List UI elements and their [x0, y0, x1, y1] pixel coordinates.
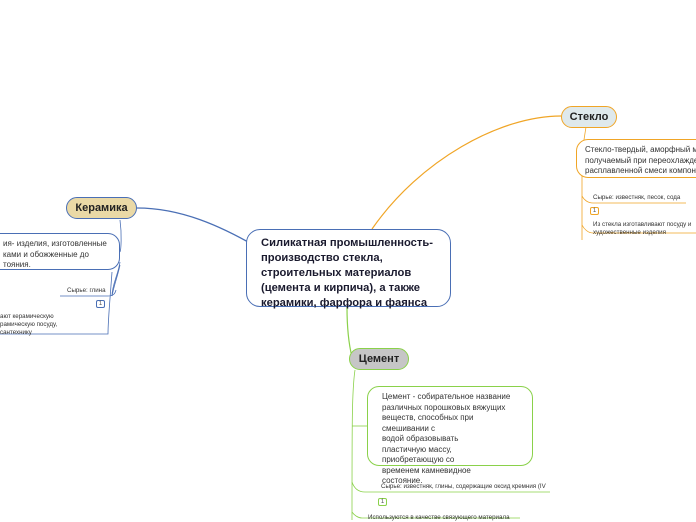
cement-usage[interactable]: Используются в качестве связующего матер… — [368, 514, 510, 521]
central-topic-text: Силикатная промышленность-производство с… — [261, 237, 433, 309]
keramika-usage-line-3: сантехнику — [0, 329, 32, 336]
cement-desc-line-8: состояние. — [382, 476, 423, 485]
topic-keramika-label: Керамика — [75, 202, 128, 214]
steklo-usage-line-2: художественные изделия — [593, 229, 666, 236]
steklo-count-badge[interactable]: 1 — [590, 207, 599, 215]
keramika-desc-line-1: ия- изделия, изготовленные — [3, 239, 107, 248]
cement-raw-materials[interactable]: Сырье: известняк, глины, содержащие окси… — [381, 483, 546, 490]
keramika-description[interactable]: ия- изделия, изготовленные ками и обожже… — [0, 233, 120, 270]
cement-desc-line-3: веществ, способных при смешивании с — [382, 413, 474, 433]
topic-steklo[interactable]: Стекло — [561, 106, 617, 128]
keramika-desc-line-3: тояния. — [3, 260, 31, 269]
cement-desc-line-6: приобретающую со — [382, 455, 455, 464]
keramika-desc-line-2: ками и обожженные до — [3, 249, 89, 259]
central-topic[interactable]: Силикатная промышленность-производство с… — [246, 229, 451, 309]
keramika-trunk — [119, 219, 122, 253]
steklo-desc-line-2: получаемый при переохлажде — [585, 155, 696, 165]
keramika-usage[interactable]: ают керамическую рамическую посуду, сант… — [0, 313, 57, 337]
connector-steklo — [371, 115, 562, 230]
topic-cement[interactable]: Цемент — [349, 348, 409, 370]
steklo-usage-line-1: Из стекла изготавливают посуду и — [593, 221, 692, 228]
steklo-raw-materials[interactable]: Сырье: известняк, песок, сода — [593, 194, 681, 201]
steklo-desc-line-3: расплавленной смеси компон — [585, 166, 696, 175]
keramika-usage-line-1: ают керамическую — [0, 313, 54, 320]
cement-desc-line-4: водой образовывать — [382, 434, 459, 443]
cement-desc-line-7: временем камневидное — [382, 465, 471, 475]
cement-description[interactable]: Цемент - собирательное название различны… — [367, 386, 533, 485]
topic-keramika[interactable]: Керамика — [66, 197, 137, 219]
steklo-desc-line-1: Стекло-твердый, аморфный ма — [585, 145, 696, 154]
steklo-usage[interactable]: Из стекла изготавливают посуду и художес… — [593, 221, 691, 237]
cement-desc-line-5: пластичную массу, — [382, 444, 452, 454]
keramika-raw-materials[interactable]: Сырье: глина — [67, 287, 106, 294]
cement-count-badge[interactable]: 1 — [378, 498, 387, 506]
cement-desc-line-2: различных порошковых вяжущих — [382, 402, 506, 412]
topic-cement-label: Цемент — [358, 353, 400, 365]
cement-desc-line-1: Цемент - собирательное название — [382, 392, 511, 401]
keramika-count-badge[interactable]: 1 — [96, 300, 105, 308]
cement-trunk — [351, 369, 356, 520]
keramika-usage-line-2: рамическую посуду, — [0, 321, 58, 328]
steklo-description[interactable]: Стекло-твердый, аморфный ма получаемый п… — [576, 139, 696, 178]
topic-steklo-label: Стекло — [569, 111, 609, 123]
connector-cement — [346, 306, 353, 358]
connector-keramika — [136, 207, 263, 251]
